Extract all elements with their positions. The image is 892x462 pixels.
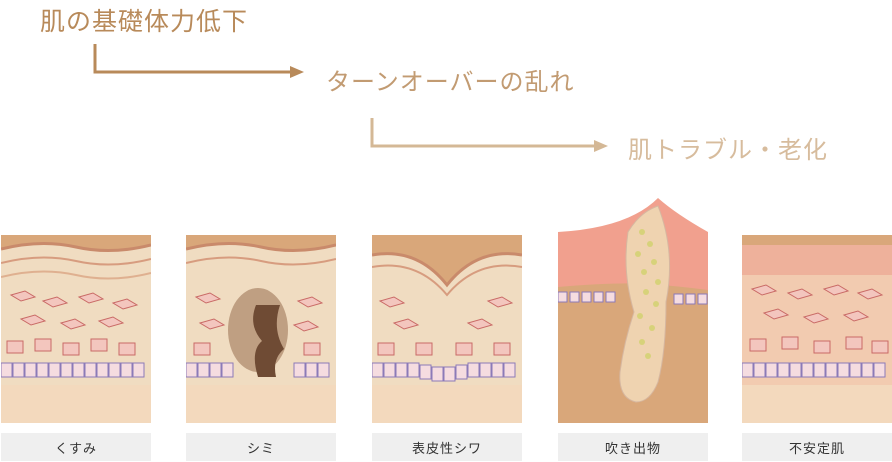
flow-arrow-1	[93, 44, 304, 78]
flow-arrow-2	[370, 118, 608, 152]
flow-step-turnover-disorder: ターンオーバーの乱れ	[326, 68, 575, 96]
skin-illustration-unstable	[742, 235, 892, 423]
caption-unstable-skin: 不安定肌	[742, 433, 892, 461]
caption-dullness: くすみ	[1, 433, 151, 461]
caption-wrinkles: 表皮性シワ	[372, 433, 522, 461]
caption-spots: シミ	[186, 433, 336, 461]
flow-step-skin-trouble-aging: 肌トラブル・老化	[628, 136, 828, 164]
skin-illustration-spots	[186, 235, 336, 423]
caption-breakouts: 吹き出物	[558, 433, 708, 461]
skin-illustration-dullness	[1, 235, 151, 423]
flow-step-basic-strength-decline: 肌の基礎体力低下	[40, 7, 249, 36]
skin-illustration-breakouts	[558, 192, 708, 423]
skin-illustration-wrinkles	[372, 235, 522, 423]
flow-arrows	[93, 44, 608, 152]
